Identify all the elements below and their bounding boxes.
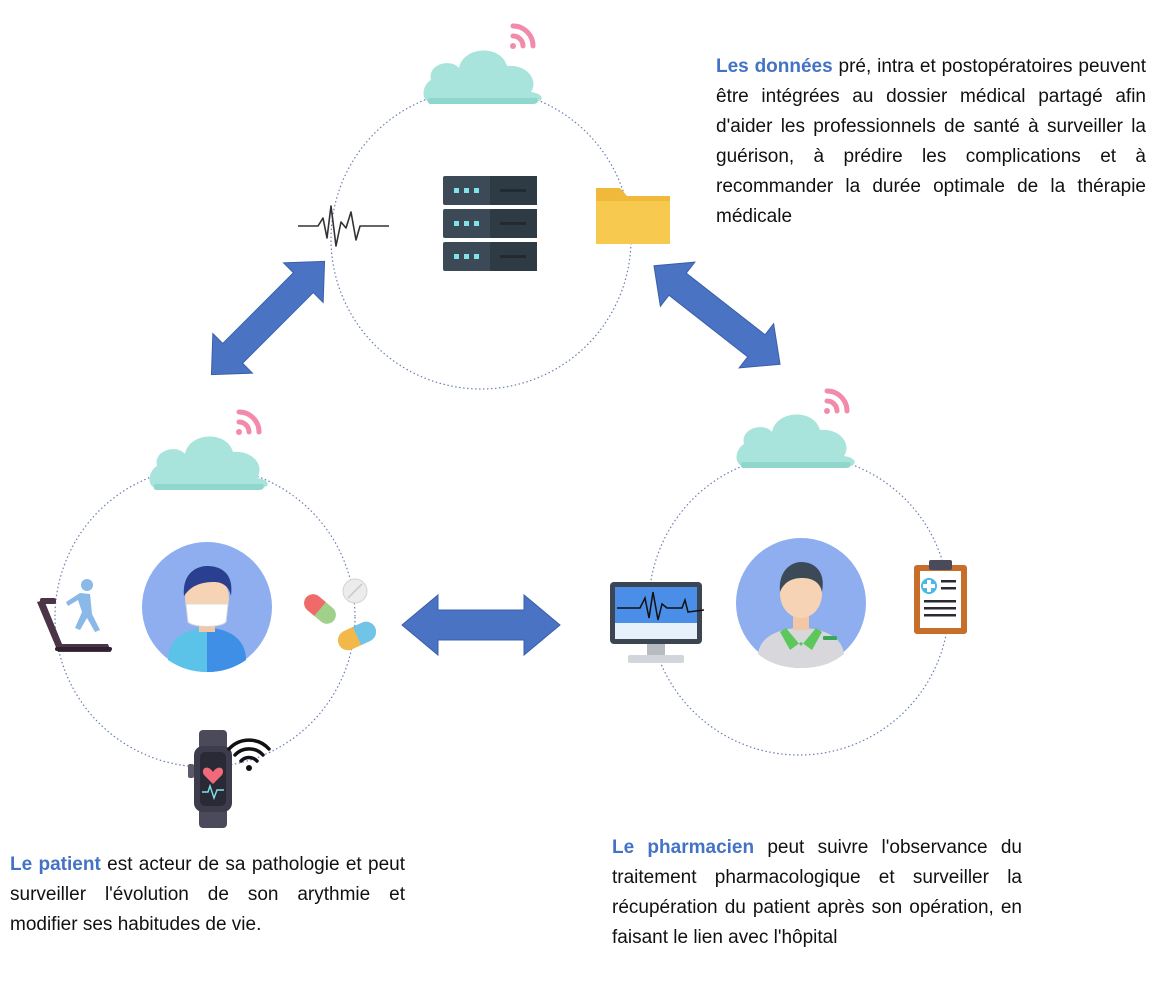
data-description: Les données pré, intra et postopératoire…: [716, 52, 1146, 232]
cloud-icon: [423, 50, 542, 104]
folder-icon: [596, 188, 670, 244]
pills-icon: [304, 578, 377, 651]
smartwatch-wifi-icon: [227, 738, 271, 771]
wifi-icon: [824, 388, 850, 414]
ecg-line-icon: [298, 205, 389, 247]
heart-monitor-icon: [610, 582, 705, 663]
patient-description: Le patient est acteur de sa pathologie e…: [10, 850, 405, 940]
smartwatch-icon: [188, 730, 232, 828]
wifi-icon: [510, 23, 536, 49]
double-arrow-hospital-pharmacist: [653, 261, 781, 369]
server-icon: [443, 176, 537, 271]
patient-avatar-icon: [142, 542, 272, 672]
data-description-highlight: Les données: [716, 56, 833, 77]
pharmacist-description: Le pharmacien peut suivre l'observance d…: [612, 833, 1022, 953]
pharmacist-description-body: peut suivre l'observance du traitement p…: [612, 837, 1022, 948]
cloud-icon: [149, 436, 268, 490]
patient-description-highlight: Le patient: [10, 854, 101, 875]
double-arrow-hospital-patient: [210, 260, 326, 376]
pharmacist-avatar-icon: [736, 538, 866, 668]
data-description-body: pré, intra et postopératoires peuvent êt…: [716, 56, 1146, 227]
hospital-circle: [330, 88, 632, 390]
double-arrow-patient-pharmacist: [401, 593, 561, 657]
cloud-icon: [736, 414, 855, 468]
treadmill-icon: [37, 579, 112, 652]
clipboard-icon: [914, 560, 967, 634]
pharmacist-description-highlight: Le pharmacien: [612, 837, 755, 858]
patient-circle: [54, 466, 356, 768]
wifi-icon: [236, 409, 262, 435]
patient-description-body: est acteur de sa pathologie et peut surv…: [10, 854, 405, 935]
